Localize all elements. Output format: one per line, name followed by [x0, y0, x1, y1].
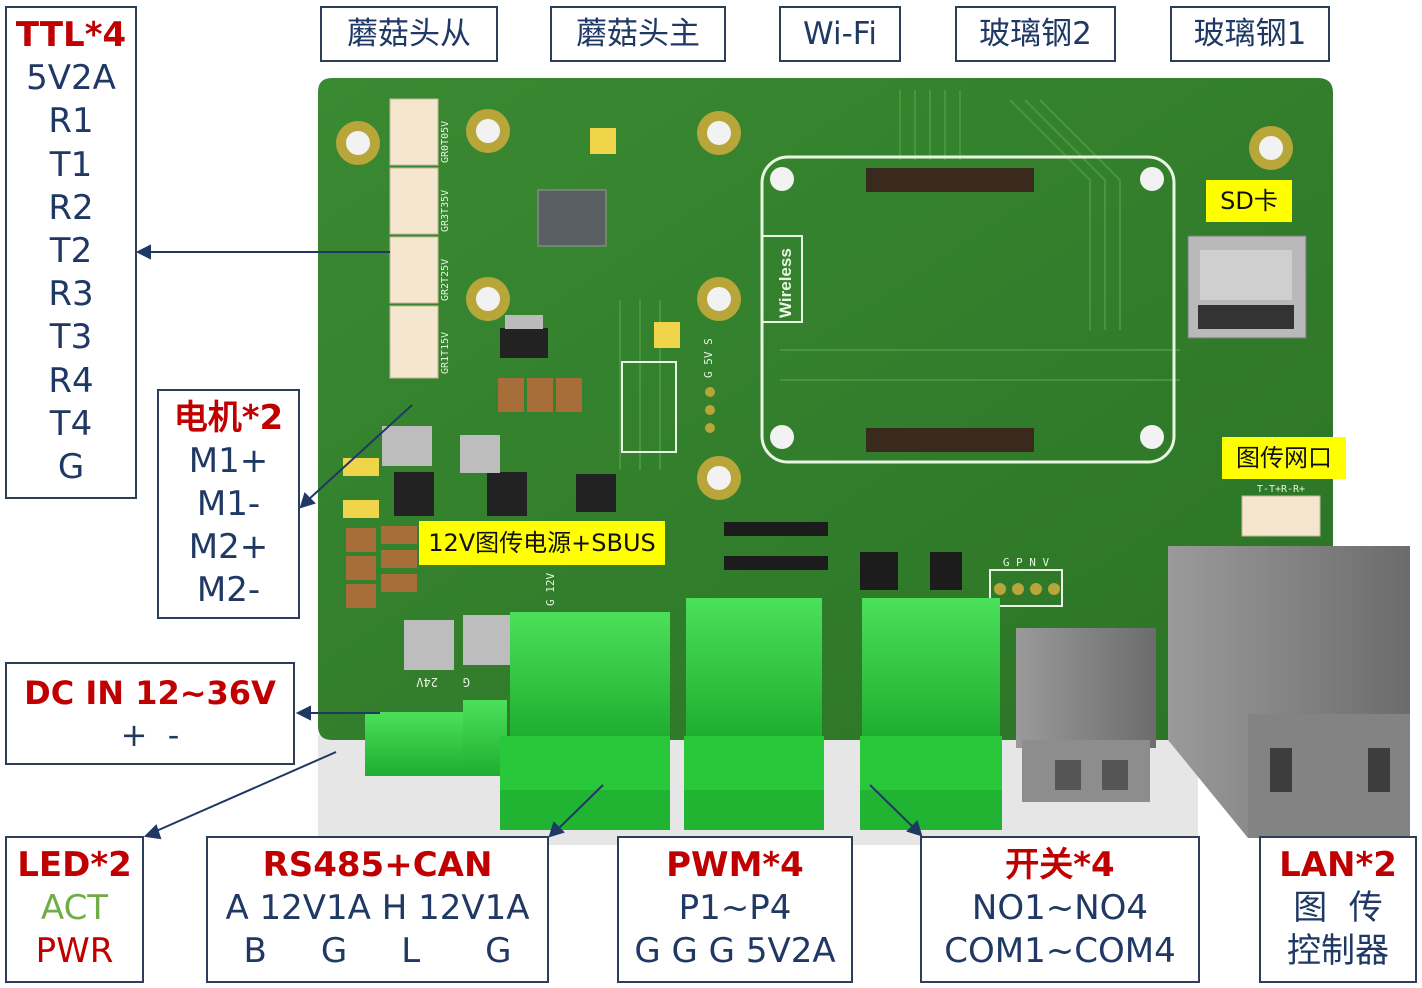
- pwm-callout: PWM*4 P1~P4 G G G 5V2A: [617, 836, 853, 983]
- ttl-pin: R1: [48, 101, 94, 142]
- pwm-line1: P1~P4: [678, 888, 792, 928]
- pwm-line2: G G G 5V2A: [634, 931, 836, 971]
- motor-pin: M2+: [188, 527, 269, 567]
- video-port-silk: T-T+R-R+: [1257, 484, 1305, 495]
- lan-title: LAN*2: [1279, 845, 1397, 885]
- motor-pin: M1-: [196, 484, 261, 524]
- ttl-silk-4: GR1T15V: [440, 332, 451, 374]
- video-port-connector: [1241, 495, 1321, 537]
- rj45-lan-jack: [1168, 546, 1410, 838]
- video-port-label: 图传网口: [1222, 437, 1346, 479]
- switch-line2: COM1~COM4: [944, 931, 1176, 971]
- ttl-pin: R4: [48, 360, 94, 401]
- led-act: ACT: [40, 888, 109, 928]
- ttl-pin: T4: [49, 403, 93, 444]
- pwm-title: PWM*4: [666, 845, 804, 885]
- label-mushroom-master-text: 蘑菇头主: [576, 16, 700, 52]
- label-fiberglass-2: 玻璃钢2: [955, 6, 1116, 62]
- ttl-pin: R3: [48, 274, 94, 315]
- dc-in-polarity: + -: [120, 716, 180, 754]
- ttl-connectors: [389, 98, 439, 379]
- ttl-silk-3: GR2T25V: [440, 259, 451, 301]
- motor-callout: 电机*2 M1+ M1- M2+ M2-: [157, 389, 300, 619]
- rs485-line2: B G L G: [243, 931, 512, 971]
- mounting-holes: [336, 109, 1293, 500]
- switch-line1: NO1~NO4: [971, 888, 1149, 928]
- label-mushroom-slave: 蘑菇头从: [320, 6, 498, 62]
- lan-line2: 控制器: [1287, 931, 1389, 971]
- label-mushroom-master: 蘑菇头主: [550, 6, 726, 62]
- ttl-pin: T2: [49, 231, 93, 272]
- ttl-pin: R2: [48, 187, 94, 228]
- ttl-pin: G: [57, 447, 85, 488]
- switch-title: 开关*4: [1005, 845, 1115, 885]
- rs485-silk-12v: G 12V: [544, 573, 557, 606]
- label-fiberglass-1: 玻璃钢1: [1170, 6, 1330, 62]
- lan-line1: 图 传: [1293, 888, 1383, 928]
- rs485-title: RS485+CAN: [262, 845, 493, 885]
- label-wifi: Wi-Fi: [779, 6, 901, 62]
- switch-callout: 开关*4 NO1~NO4 COM1~COM4: [920, 836, 1200, 983]
- usb-connector: [1016, 628, 1156, 802]
- led-pwr: PWR: [35, 931, 114, 971]
- dc-silk-24v: 24V: [416, 675, 438, 689]
- led-title: LED*2: [17, 845, 132, 885]
- dc-in-callout: DC IN 12~36V + -: [5, 662, 295, 765]
- dc-silk-g: G: [463, 675, 470, 689]
- ttl-silk-1: GR0T05V: [440, 121, 451, 163]
- ttl-silk-2: GR3T35V: [440, 190, 451, 232]
- ttl-pin: 5V2A: [26, 58, 116, 99]
- rs485-line1: A 12V1A H 12V1A: [225, 888, 530, 928]
- rs485-can-terminal: [500, 612, 670, 830]
- label-wifi-text: Wi-Fi: [803, 16, 877, 52]
- ttl-title: TTL*4: [15, 15, 127, 55]
- sd-card-label: SD卡: [1206, 180, 1292, 222]
- dc-in-title: DC IN 12~36V: [24, 674, 276, 712]
- gpnv-silk: G P N V: [1003, 556, 1050, 569]
- g5vs-silk: G 5V S: [702, 338, 715, 378]
- lan-callout: LAN*2 图 传 控制器: [1259, 836, 1417, 983]
- motor-title: 电机*2: [173, 398, 284, 438]
- mcu-chip: [537, 189, 607, 247]
- wireless-silk: Wireless: [776, 248, 795, 318]
- ttl-pin: T1: [49, 144, 93, 185]
- label-fiberglass-2-text: 玻璃钢2: [979, 16, 1092, 52]
- ttl-callout: TTL*4 5V2A R1 T1 R2 T2 R3 T3 R4 T4 G: [5, 6, 137, 499]
- power-sbus-label: 12V图传电源+SBUS: [419, 521, 665, 565]
- switch-terminal: [860, 598, 1002, 830]
- pwm-terminal: [684, 598, 824, 830]
- led-callout: LED*2 ACT PWR: [5, 836, 144, 983]
- dc-in-terminal: [365, 700, 507, 776]
- ttl-pin: T3: [49, 317, 93, 358]
- motor-pin: M1+: [188, 441, 269, 481]
- label-fiberglass-1-text: 玻璃钢1: [1193, 16, 1307, 52]
- rs485-can-callout: RS485+CAN A 12V1A H 12V1A B G L G: [206, 836, 549, 983]
- label-mushroom-slave-text: 蘑菇头从: [347, 16, 471, 52]
- motor-pin: M2-: [196, 570, 261, 610]
